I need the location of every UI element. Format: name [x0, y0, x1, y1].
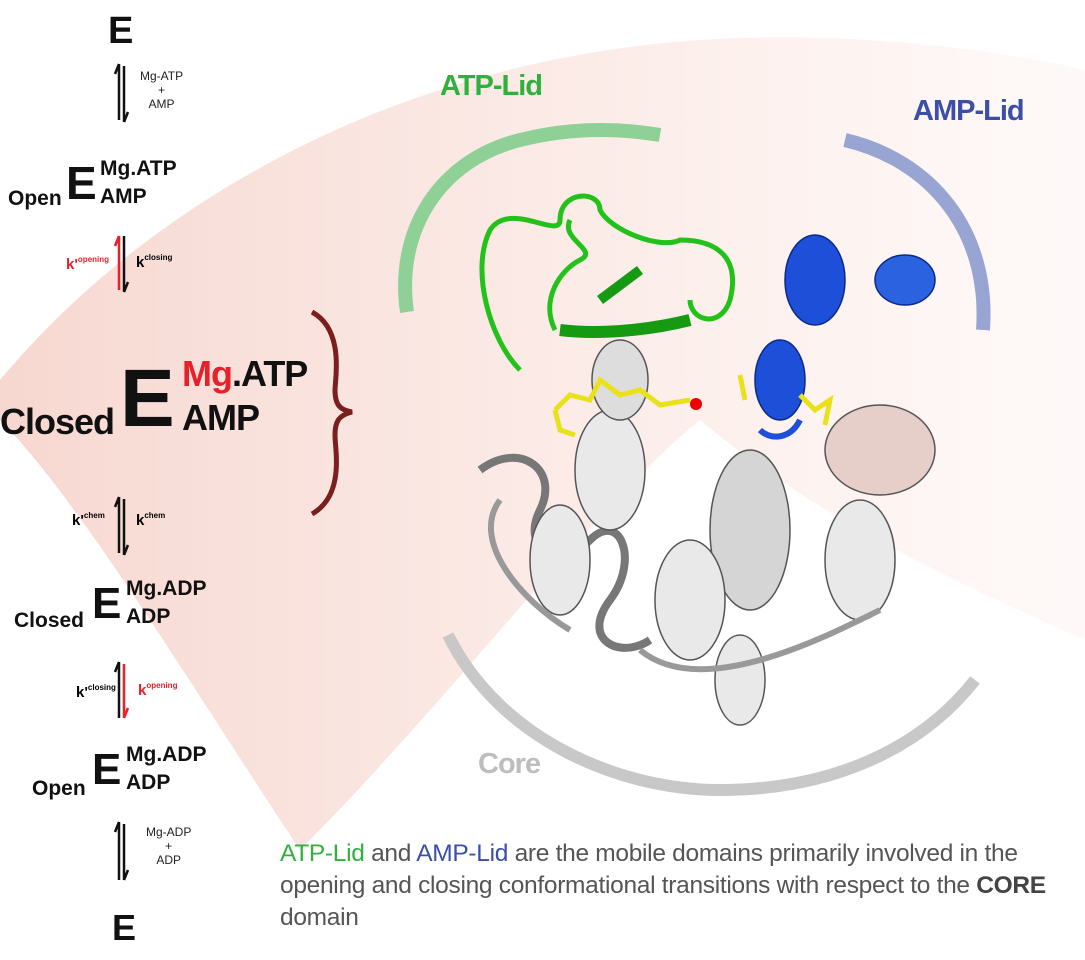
step5-line1: Mg-ADP	[146, 825, 192, 839]
core-label: Core	[478, 748, 541, 780]
step1-line1: Mg-ATP	[140, 69, 184, 83]
caption-middle: are the mobile domains primarily involve…	[280, 840, 1018, 899]
state-e: E	[92, 745, 122, 794]
state-sub: AMP	[100, 185, 147, 208]
k-label: opening	[146, 681, 178, 690]
k-label: chem	[144, 511, 166, 520]
caption-core: CORE	[976, 872, 1046, 899]
curly-brace	[310, 309, 353, 517]
atp-lid-arc	[398, 123, 662, 314]
ligand-sticks	[552, 374, 834, 438]
k-label: closing	[87, 683, 116, 692]
enzyme-free: E	[108, 10, 134, 52]
step1-line2: +	[158, 82, 166, 97]
k-chem: kchem	[136, 511, 166, 529]
state-sub: AMP	[182, 397, 260, 438]
step1-substrates: Mg-ATP + AMP	[140, 69, 184, 111]
amp-lid-arc	[843, 133, 991, 331]
state-sup: Mg.ADP	[126, 577, 207, 600]
k-prime-opening: k'opening	[66, 255, 110, 273]
state-e: E	[120, 353, 175, 444]
mg-highlight: Mg	[182, 353, 233, 394]
core-arc	[442, 632, 980, 797]
enzyme-free-bottom: E	[112, 907, 137, 948]
core-domain-ribbons	[477, 339, 936, 726]
state-sup: Mg.ATP	[182, 353, 308, 394]
magnesium-ion	[690, 398, 702, 410]
k-label: closing	[144, 253, 173, 262]
caption-atp-lid: ATP-Lid	[280, 840, 365, 867]
k-symbol: k	[136, 512, 145, 529]
atp-lid-ribbons	[479, 193, 736, 372]
state-e: E	[66, 157, 97, 209]
k-symbol: k'	[76, 684, 88, 701]
k-prime-closing: k'closing	[76, 683, 116, 701]
k-symbol: k'	[66, 256, 78, 273]
k-opening: kopening	[138, 681, 178, 699]
caption-and: and	[364, 840, 417, 867]
k-label: opening	[77, 255, 110, 264]
k-symbol: k	[138, 682, 147, 699]
k-label: chem	[83, 511, 105, 520]
k-prime-chem: k'chem	[72, 511, 105, 529]
state-sub: ADP	[126, 771, 171, 794]
amp-lid-label: AMP-Lid	[913, 95, 1025, 127]
step5-line2: +	[165, 838, 173, 853]
k-symbol: k	[136, 254, 145, 271]
state-prefix: Closed	[0, 401, 115, 442]
atp-lid-label: ATP-Lid	[440, 70, 543, 102]
k-symbol: k'	[72, 512, 84, 529]
caption-amp-lid: AMP-Lid	[416, 840, 509, 867]
caption: ATP-Lid and AMP-Lid are the mobile domai…	[280, 838, 1085, 934]
sup-rest: .ATP	[231, 353, 308, 394]
step5-line3: ADP	[156, 852, 182, 867]
state-sup: Mg.ATP	[100, 157, 177, 180]
state-sup: Mg.ADP	[126, 743, 207, 766]
state-prefix: Closed	[14, 609, 85, 632]
caption-end: domain	[280, 904, 359, 931]
amp-lid-ribbons	[754, 234, 936, 440]
state-prefix: Open	[8, 187, 62, 210]
step1-line3: AMP	[148, 96, 175, 111]
step5-products: Mg-ADP + ADP	[146, 825, 192, 867]
k-closing: kclosing	[136, 253, 173, 271]
state-e: E	[92, 579, 122, 628]
state-sub: ADP	[126, 605, 171, 628]
state-prefix: Open	[32, 777, 86, 800]
equilibrium-arrows	[113, 63, 130, 881]
